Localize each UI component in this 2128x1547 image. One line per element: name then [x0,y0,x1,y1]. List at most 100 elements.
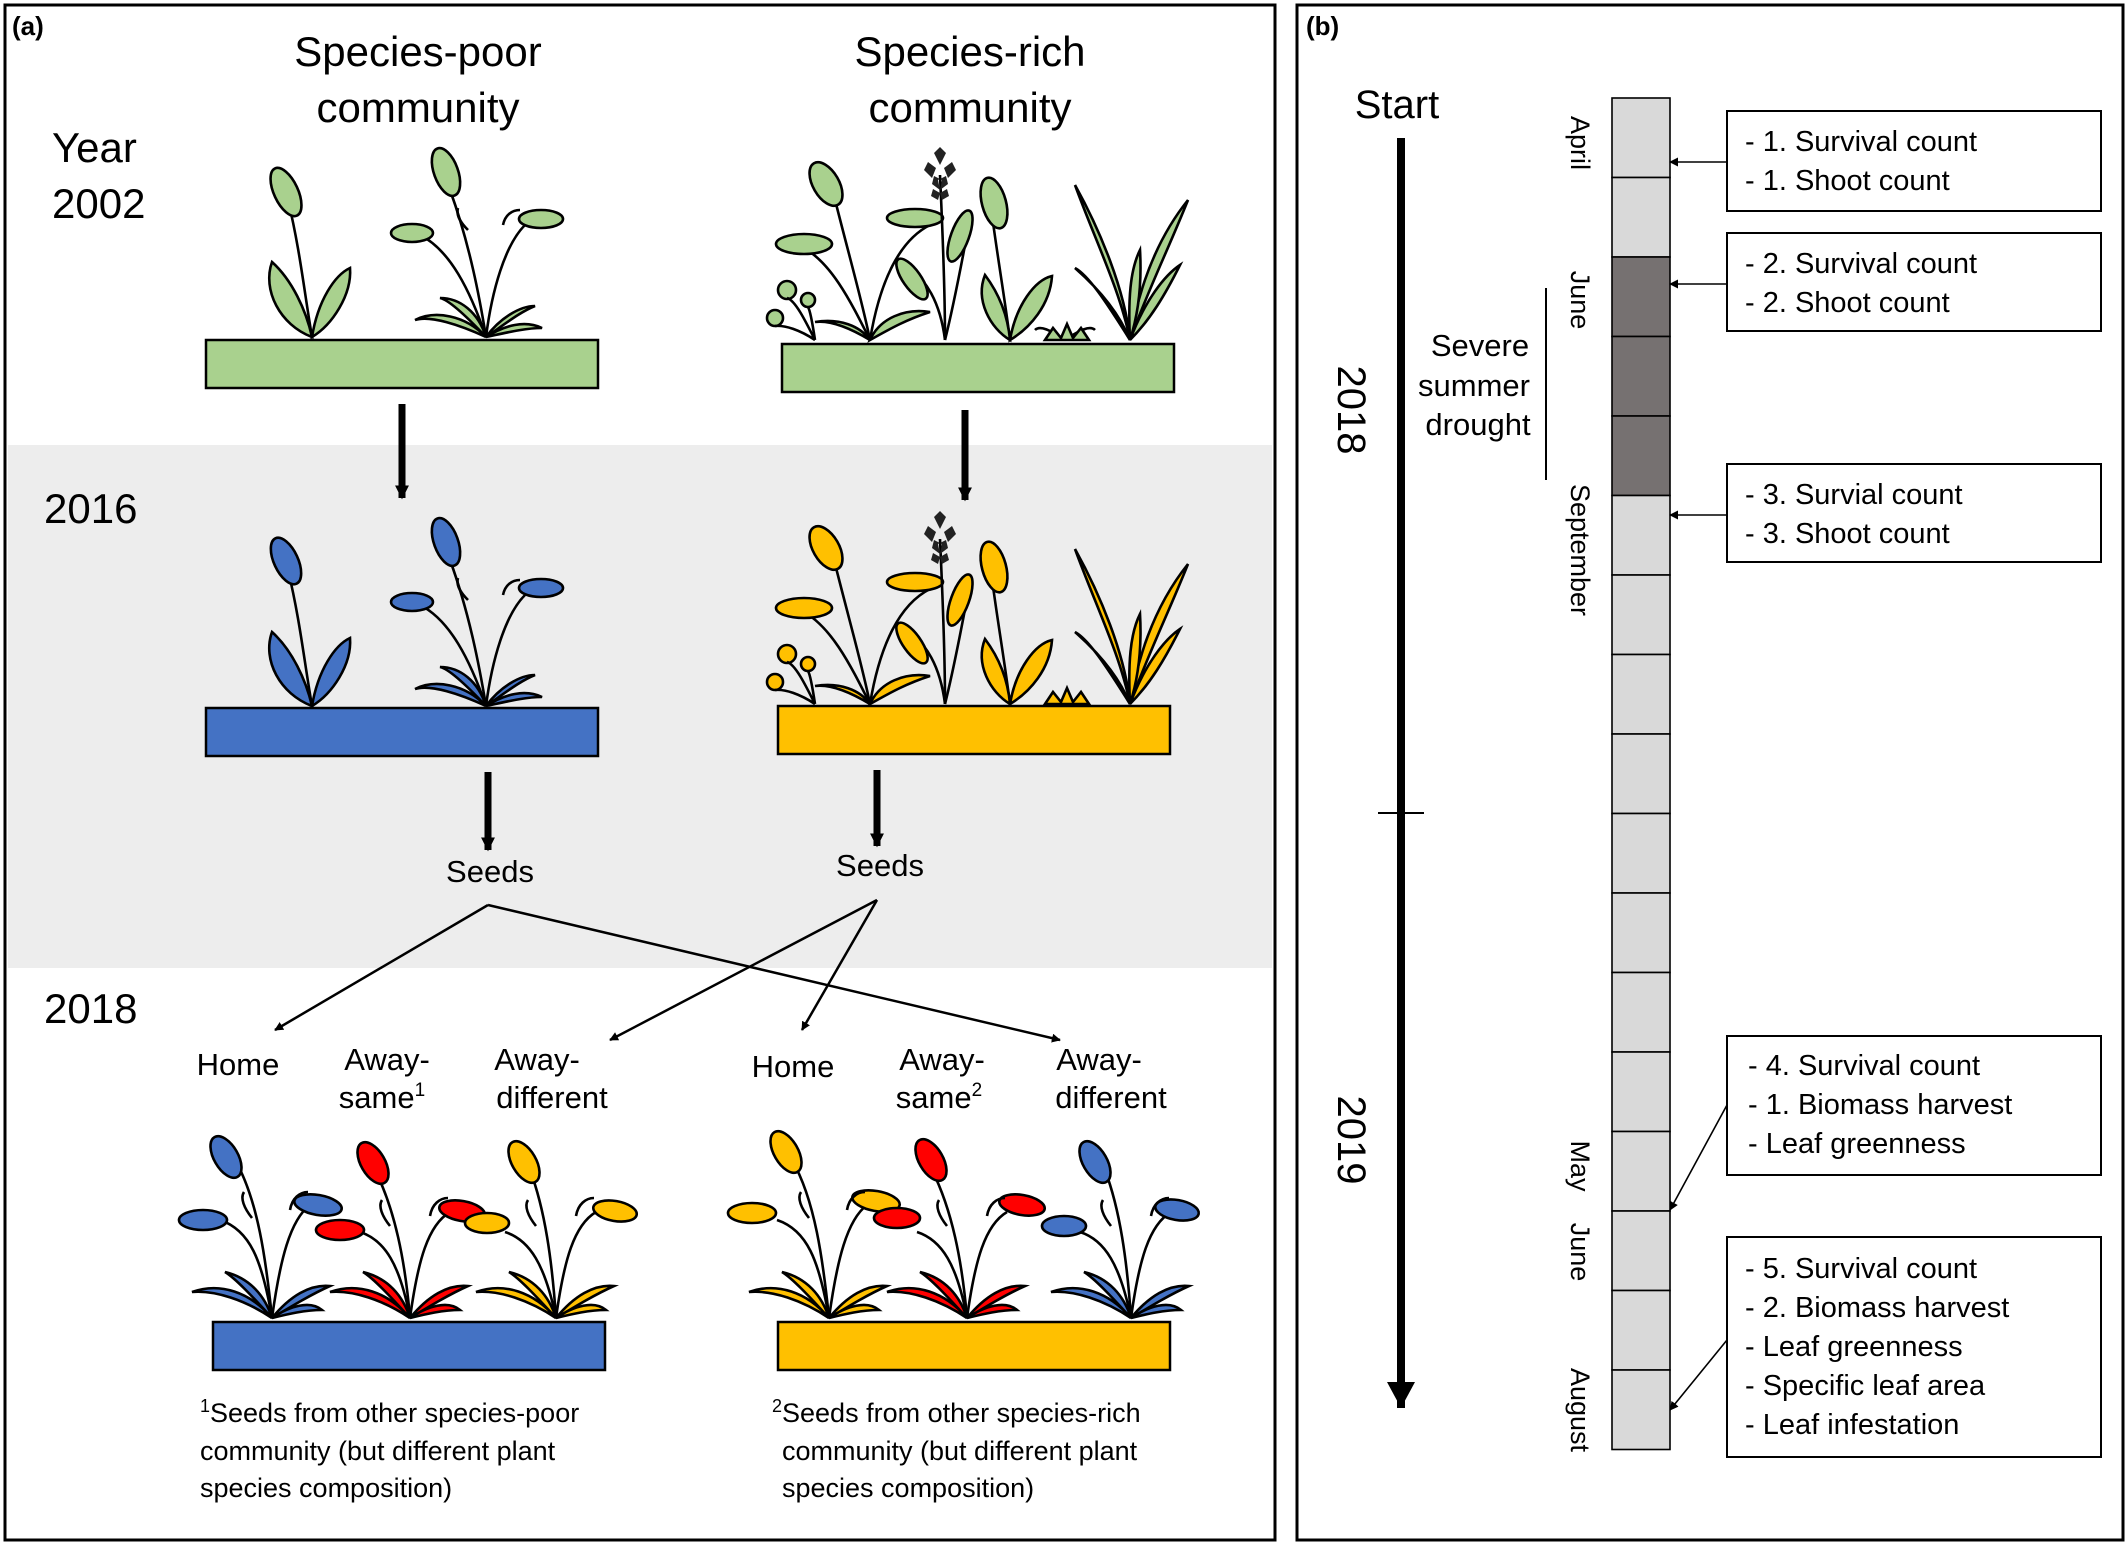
drought-label-line2: summer [1418,368,1530,403]
month-cell [1611,494,1671,576]
arrow-poor-to-rich-away-different [487,903,1061,1043]
month-cell [1611,971,1671,1053]
soil-2018-poor [211,1320,607,1372]
panel-b-label: (b) [1306,11,1339,41]
drought-label-line1: Severe [1431,328,1529,363]
month-label-september: September [1565,484,1595,616]
cat-different-rich-line2: different [1055,1080,1167,1115]
arrow-rich-to-poor-away-different [609,898,878,1042]
footnote-1-line2: community (but different plant [200,1436,556,1466]
box4-line1: - 4. Survival count [1748,1050,1980,1082]
box3-line1: - 3. Survial count [1745,479,1963,511]
cat-away-rich-line1: Away- [899,1042,985,1077]
year-2002: 2002 [52,180,145,227]
month-cell [1611,1130,1671,1212]
box1-line2: - 1. Shoot count [1745,165,1950,197]
month-cell [1611,653,1671,735]
box1-line1: - 1. Survival count [1745,126,1977,158]
month-cell [1611,1369,1671,1451]
box5-line1: - 5. Survival count [1745,1253,1977,1285]
box2-line1: - 2. Survival count [1745,248,1977,280]
cat-away-diff-rich-line1: Away- [1056,1042,1142,1077]
timeline-start-label: Start [1355,83,1439,127]
measurement-box-5: - 5. Survival count - 2. Biomass harvest… [1669,1236,2102,1458]
month-cells [1611,97,1671,1451]
panel-a: (a) Species-poor community Species-rich … [3,3,1277,1542]
box3-line2: - 3. Shoot count [1745,518,1950,550]
measurement-box-1: - 1. Survival count - 1. Shoot count [1669,110,2102,212]
month-cell [1611,256,1671,338]
box5-line2: - 2. Biomass harvest [1745,1292,2009,1324]
timeline-year-2018: 2018 [1329,366,1373,455]
month-cell [1611,812,1671,894]
measurement-box-4: - 4. Survival count - 1. Biomass harvest… [1669,1035,2102,1211]
plants-2002-poor [267,146,565,340]
soil-2018-rich [776,1320,1172,1372]
seeds-label-rich: Seeds [836,848,924,883]
footnote-1-line1: 1Seeds from other species-poor [200,1396,579,1428]
footnote-2-line2: community (but different plant [782,1436,1138,1466]
soil-2002-rich [780,342,1176,394]
soil-2016-rich [776,704,1172,756]
year-2018: 2018 [44,985,137,1032]
panel-a-label: (a) [12,11,44,41]
plants-2016-rich [765,511,1190,708]
plant-blue-away-different-rich [1040,1139,1201,1320]
cat-away-diff-poor-line1: Away- [494,1042,580,1077]
col1-title-line2: community [316,84,519,131]
col2-title-line2: community [868,84,1071,131]
plants-2018-poor [177,1134,639,1320]
footnote-2-line1: 2Seeds from other species-rich [772,1396,1141,1428]
month-label-april: April [1565,116,1595,170]
cat-home-rich: Home [752,1049,835,1084]
month-cell [1611,176,1671,258]
soil-2016-poor [204,706,600,758]
month-label-june: June [1565,271,1595,330]
box5-line3: - Leaf greenness [1745,1331,1963,1363]
box5-line5: - Leaf infestation [1745,1409,1959,1441]
box4-line3: - Leaf greenness [1748,1128,1966,1160]
cat-same-poor-line2: same1 [339,1080,425,1115]
plant-yellow-home [726,1129,901,1320]
plants-2002-rich [765,147,1190,344]
month-label-august: August [1565,1368,1595,1453]
cat-same-rich-line2: same2 [896,1080,982,1115]
plant-red-away-same-rich [872,1137,1047,1320]
soil-2002-poor [204,338,600,390]
year-2016: 2016 [44,485,137,532]
plants-2016-poor [267,516,565,709]
month-cell [1611,733,1671,815]
month-cell [1611,1289,1671,1371]
drought-label-line3: drought [1425,407,1531,442]
month-cell [1611,1051,1671,1133]
footnote-1-line3: species composition) [200,1473,452,1503]
plants-2018-rich [726,1129,1201,1320]
cat-away-poor-line1: Away- [344,1042,430,1077]
cat-home-poor: Home [197,1047,280,1082]
month-label-may: May [1565,1140,1595,1192]
year-label: Year [52,124,137,171]
box5-line4: - Specific leaf area [1745,1370,1986,1402]
box2-line2: - 2. Shoot count [1745,287,1950,319]
box4-line2: - 1. Biomass harvest [1748,1089,2012,1121]
col1-title-line1: Species-poor [294,28,541,75]
plant-yellow-away-different [463,1139,639,1320]
measurement-box-2: - 2. Survival count - 2. Shoot count [1669,232,2102,332]
col2-title-line1: Species-rich [854,28,1085,75]
panel-b: (b) Start 2018 2019 Severe summer drough… [1295,3,2125,1542]
arrow-rich-to-home [800,899,879,1031]
seeds-label-poor: Seeds [446,854,534,889]
month-cell [1611,97,1671,179]
timeline-year-2019: 2019 [1329,1096,1373,1185]
measurement-box-3: - 3. Survial count - 3. Shoot count [1669,463,2102,563]
month-cell [1611,335,1671,417]
month-cell [1611,415,1671,497]
footnote-2-line3: species composition) [782,1473,1034,1503]
timeline-arrowhead [1387,1382,1415,1408]
plant-red-away-same [314,1140,487,1320]
month-cell [1611,1210,1671,1292]
cat-different-poor-line2: different [496,1080,608,1115]
arrow-poor-to-home [274,903,489,1032]
plant-blue-home [177,1134,343,1320]
month-label-june-2019: June [1565,1223,1595,1282]
